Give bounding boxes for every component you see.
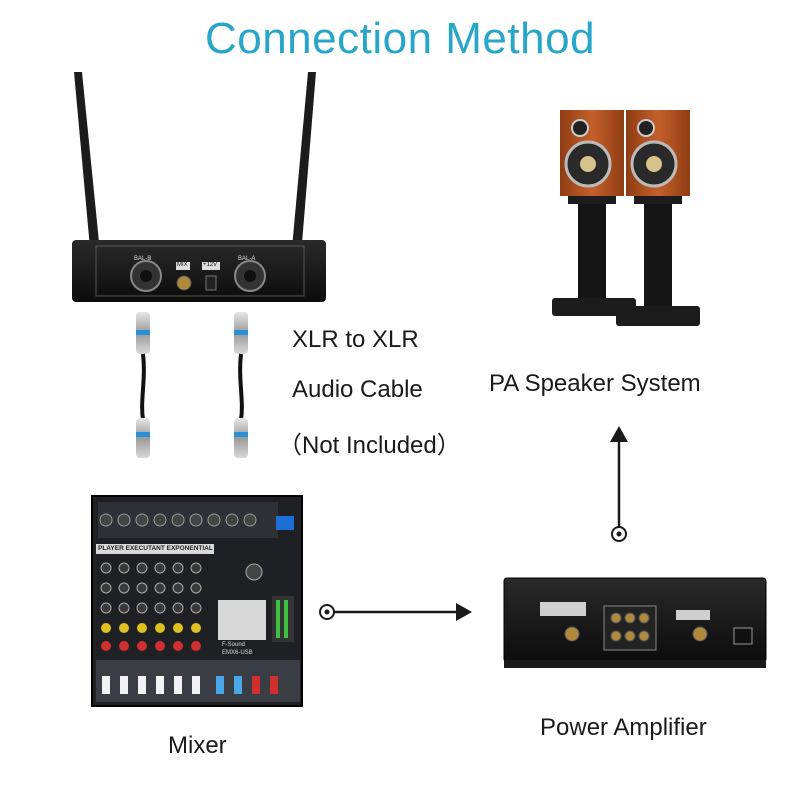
receiver-label-mix: MIX — [177, 262, 188, 268]
xlr-cable-right — [234, 312, 248, 458]
mixer-display — [276, 516, 294, 530]
mixer-strip-label: PLAYER EXECUTANT EXPONENTIAL — [98, 545, 213, 552]
cable-label-line3: （Not Included） — [278, 432, 461, 459]
receiver-label-bal-a: BAL-A — [238, 256, 256, 262]
receiver-body — [72, 240, 326, 302]
receiver-label-bal-b: BAL-B — [134, 256, 152, 262]
arrow-amplifier-to-speakers — [610, 426, 628, 542]
cable-label-line2: Audio Cable — [292, 376, 423, 403]
pa-speakers — [552, 110, 700, 326]
wireless-receiver — [72, 72, 326, 302]
speaker-label: PA Speaker System — [489, 370, 701, 397]
xlr-cable-left — [136, 312, 150, 458]
cable-label-line1: XLR to XLR — [292, 326, 419, 353]
power-amplifier — [503, 577, 767, 668]
receiver-label-power: +12V — [203, 262, 218, 268]
mixer-model: EMX6-USB — [222, 650, 253, 656]
arrow-mixer-to-amplifier — [319, 603, 472, 621]
page-title: Connection Method — [204, 14, 596, 63]
antenna-right — [288, 72, 316, 292]
power-jack — [205, 275, 217, 291]
mixer-console — [91, 495, 303, 707]
amplifier-label: Power Amplifier — [540, 714, 707, 741]
mix-jack — [176, 275, 192, 291]
antenna-left — [74, 72, 104, 292]
mixer-brand: F-Sound — [222, 642, 246, 648]
mixer-label: Mixer — [168, 732, 227, 759]
